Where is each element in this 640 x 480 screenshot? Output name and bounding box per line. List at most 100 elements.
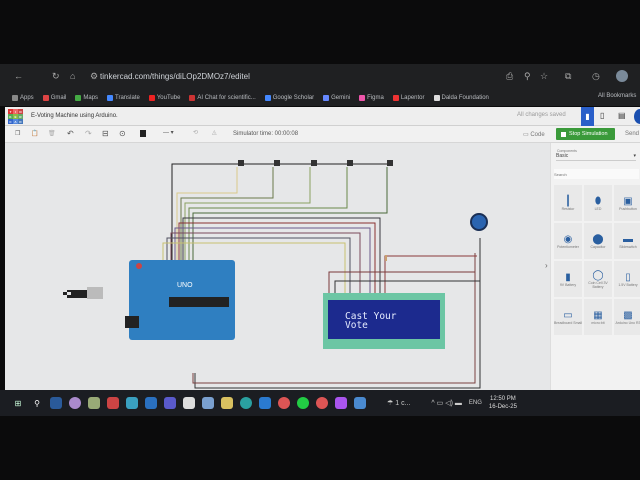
component-item[interactable]: ▯1.5V Battery bbox=[614, 261, 640, 297]
app-icon[interactable] bbox=[107, 397, 119, 409]
reload-icon[interactable]: ↻ bbox=[52, 71, 60, 81]
install-icon[interactable]: ⎙ bbox=[506, 71, 514, 81]
chrome-icon[interactable] bbox=[316, 397, 328, 409]
outlook-icon[interactable] bbox=[145, 397, 157, 409]
home-icon[interactable]: ⌂ bbox=[70, 71, 76, 81]
edge-icon[interactable] bbox=[240, 397, 252, 409]
app-icon[interactable] bbox=[88, 397, 100, 409]
wire-lcd-vcc bbox=[328, 271, 475, 293]
logo-letter: D bbox=[18, 119, 23, 124]
copy-icon[interactable]: ❐ bbox=[15, 131, 21, 137]
project-title[interactable]: E-Voting Machine using Arduino. bbox=[31, 113, 118, 119]
component-item[interactable]: ▦micro:bit bbox=[584, 299, 612, 335]
vscode-icon[interactable] bbox=[259, 397, 271, 409]
bookmark-item[interactable]: Apps bbox=[12, 95, 34, 101]
file-explorer-icon[interactable] bbox=[221, 397, 233, 409]
power-jack bbox=[125, 316, 139, 328]
component-item[interactable]: ▬Slideswitch bbox=[614, 223, 640, 259]
system-tray-icons[interactable]: ^ ▭ ◁) ▬ bbox=[431, 400, 462, 407]
component-item[interactable]: ┃Resistor bbox=[554, 185, 582, 221]
component-icon: ◉ bbox=[563, 233, 573, 245]
atmega-chip bbox=[169, 297, 229, 307]
arduino-logo-text: UNO bbox=[177, 282, 193, 289]
send-button[interactable]: Send bbox=[625, 131, 640, 137]
component-item[interactable]: ◯Coin Cell 3V Battery bbox=[584, 261, 612, 297]
component-label: Resistor bbox=[561, 206, 575, 211]
bookmark-item[interactable]: Google Scholar bbox=[264, 95, 314, 101]
component-item[interactable]: ▮9V Battery bbox=[554, 261, 582, 297]
bookmark-item[interactable]: YouTube bbox=[148, 95, 180, 101]
star-icon[interactable]: ☆ bbox=[540, 71, 549, 81]
component-list-icon[interactable]: ▤ bbox=[618, 111, 626, 120]
app-icon[interactable] bbox=[50, 397, 62, 409]
bookmark-icon bbox=[148, 95, 155, 101]
undo-icon[interactable]: ↶ bbox=[67, 129, 74, 138]
color-picker-icon[interactable] bbox=[140, 130, 146, 137]
component-item[interactable]: ⬮LED bbox=[584, 185, 612, 221]
start-icon[interactable]: ⊞ bbox=[14, 398, 22, 408]
logo-letter: C bbox=[8, 119, 13, 124]
component-item[interactable]: ◉Potentiometer bbox=[554, 223, 582, 259]
back-icon[interactable]: ← bbox=[14, 71, 23, 81]
clock-time: 12:50 PM bbox=[490, 396, 516, 402]
bookmark-item[interactable]: Gemini bbox=[323, 95, 350, 101]
components-select[interactable]: Basic▾ bbox=[556, 153, 636, 161]
component-item[interactable]: ▣Pushbutton bbox=[614, 185, 640, 221]
schematic-view-icon[interactable]: ▯ bbox=[600, 111, 605, 120]
bookmark-item[interactable]: Figma bbox=[359, 95, 384, 101]
teams-icon[interactable] bbox=[164, 397, 176, 409]
copilot-icon[interactable] bbox=[335, 397, 347, 409]
url-field[interactable]: tinkercad.com/things/diLOp2DMOz7/editel bbox=[100, 72, 250, 81]
app-icon[interactable] bbox=[126, 397, 138, 409]
store-icon[interactable] bbox=[183, 397, 195, 409]
bookmark-item[interactable]: Lapentor bbox=[392, 95, 425, 101]
chrome-icon[interactable] bbox=[278, 397, 290, 409]
bookmark-item[interactable]: Gmail bbox=[42, 95, 66, 101]
wire-type-icon[interactable]: — ▾ bbox=[163, 130, 174, 136]
bookmark-label: Dalda Foundation bbox=[441, 95, 489, 101]
component-item[interactable]: ▭Breadboard Small bbox=[554, 299, 582, 335]
notes-toggle-icon[interactable]: ⊙ bbox=[119, 129, 126, 138]
all-bookmarks[interactable]: All Bookmarks bbox=[598, 93, 637, 99]
bookmark-item[interactable]: Dalda Foundation bbox=[433, 95, 489, 101]
bookmark-item[interactable]: AI Chat for scientific... bbox=[189, 95, 256, 101]
language-indicator[interactable]: ENG bbox=[468, 400, 482, 406]
wire-button-3 bbox=[184, 167, 311, 263]
app-icon[interactable] bbox=[69, 397, 81, 409]
user-avatar[interactable] bbox=[634, 109, 640, 124]
delete-icon[interactable]: 🗑 bbox=[48, 131, 56, 137]
collapse-panel-icon[interactable]: › bbox=[545, 261, 548, 270]
profile-avatar[interactable] bbox=[616, 70, 628, 82]
note-icon[interactable]: ⊟ bbox=[102, 129, 109, 138]
rotate-icon[interactable]: ⟲ bbox=[193, 130, 199, 136]
search-icon[interactable]: ⚲ bbox=[34, 398, 40, 408]
component-icon: ▮ bbox=[565, 271, 571, 283]
bookmark-item[interactable]: Translate bbox=[107, 95, 140, 101]
wire-resistor bbox=[384, 255, 477, 293]
weather-widget[interactable]: ☂ 1 c... bbox=[387, 400, 411, 407]
flip-icon[interactable]: ◬ bbox=[212, 130, 217, 136]
zoom-icon[interactable]: ⚲ bbox=[524, 71, 531, 81]
site-info-icon[interactable]: ⚙ bbox=[90, 71, 99, 81]
wire-lcd-4 bbox=[170, 232, 361, 293]
bookmark-item[interactable]: Maps bbox=[75, 95, 98, 101]
circuit-canvas[interactable]: UNO bbox=[5, 143, 550, 390]
stop-simulation-button[interactable]: Stop Simulation bbox=[556, 128, 615, 140]
save-status: All changes saved bbox=[517, 112, 566, 118]
code-button[interactable]: ▭ Code bbox=[523, 132, 545, 138]
extensions-icon[interactable]: ⧉ bbox=[565, 71, 572, 81]
redo-icon[interactable]: ↷ bbox=[85, 129, 92, 138]
app-icon[interactable] bbox=[354, 397, 366, 409]
component-search-input[interactable] bbox=[554, 169, 639, 179]
history-icon[interactable]: ◷ bbox=[592, 71, 600, 81]
pushbutton-1 bbox=[238, 160, 244, 166]
component-item[interactable]: ⬤Capacitor bbox=[584, 223, 612, 259]
app-icon[interactable] bbox=[202, 397, 214, 409]
component-item[interactable]: ▩Arduino Uno R3 bbox=[614, 299, 640, 335]
paste-icon[interactable]: 📋 bbox=[31, 131, 39, 137]
circuit-view-icon[interactable]: ▮ bbox=[581, 107, 594, 126]
whatsapp-icon[interactable] bbox=[297, 397, 309, 409]
